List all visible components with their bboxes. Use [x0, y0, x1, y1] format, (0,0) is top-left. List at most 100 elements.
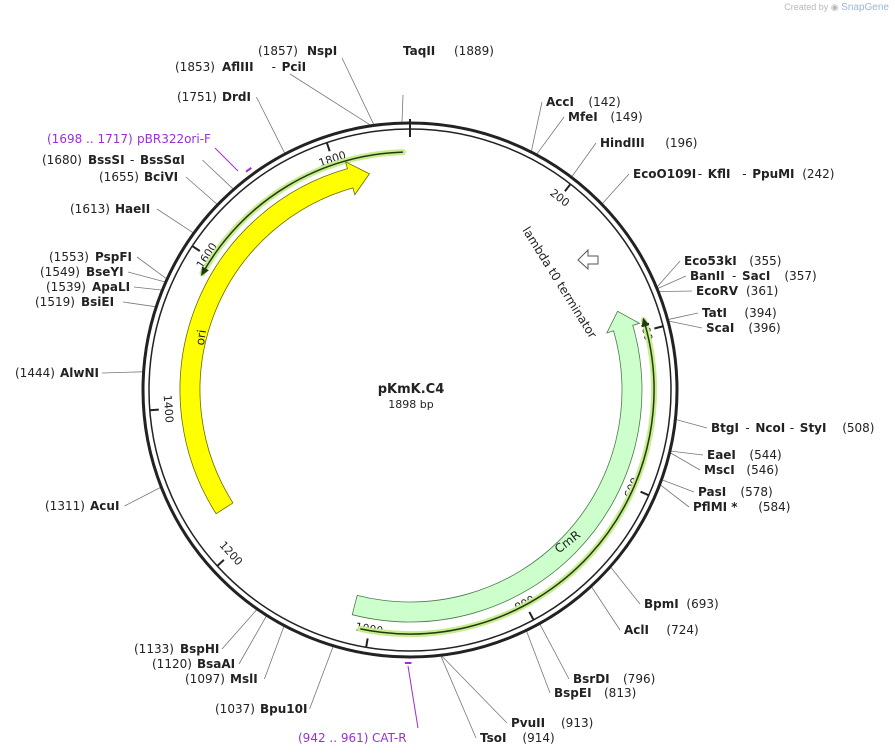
site-bsiei[interactable]: BsiEI — [81, 295, 114, 309]
pbr322ori-f-label[interactable]: pBR322ori-F — [137, 132, 211, 146]
site-pvuii-pos: (913) — [561, 716, 593, 730]
site-acci[interactable]: AccI — [546, 95, 574, 109]
site-mfei[interactable]: MfeI — [568, 110, 598, 124]
ori-feature[interactable] — [179, 161, 371, 515]
cat-r-range: (942 .. 961) — [298, 731, 368, 745]
tick-label: 1400 — [161, 394, 176, 423]
site-btgi-pos: (508) — [842, 421, 874, 435]
site-msli-pos: (1097) — [185, 672, 225, 686]
site-ecoo109i[interactable]: EcoO109I — [633, 167, 696, 181]
site-msci-pos: (546) — [746, 463, 778, 477]
leader-tsoi — [440, 656, 477, 739]
site-pasi-pos: (578) — [740, 485, 772, 499]
site-drdi[interactable]: DrdI — [222, 90, 251, 104]
site-tsoi-pos: (914) — [522, 731, 554, 745]
site-bsphi[interactable]: BspHI — [180, 642, 219, 656]
site-bpmi-pos: (693) — [686, 597, 718, 611]
site-ecorv[interactable]: EcoRV — [696, 284, 739, 298]
leader-acli — [591, 586, 621, 631]
site-haeii-pos: (1613) — [70, 202, 110, 216]
site-msli[interactable]: MslI — [230, 672, 258, 686]
site-ppumi[interactable]: PpuMI — [752, 167, 794, 181]
terminator-label: lambda t0 terminator — [519, 224, 599, 341]
site-bsaai-pos: (1120) — [152, 657, 192, 671]
site-btgi[interactable]: BtgI — [711, 421, 739, 435]
site-ncoi[interactable]: NcoI — [755, 421, 785, 435]
site-styi[interactable]: StyI — [800, 421, 827, 435]
leader-haeii — [156, 208, 194, 234]
site-alwni[interactable]: AlwNI — [60, 366, 99, 380]
site-bpu10i-pos: (1037) — [215, 702, 255, 716]
pbr322ori-f-primer-mark — [245, 167, 252, 173]
leader-bspei — [526, 631, 551, 694]
site-saci[interactable]: SacI — [742, 269, 770, 283]
site-tati[interactable]: TatI — [702, 306, 727, 320]
site-ecoo109i-pos: (242) — [802, 167, 834, 181]
pbr322ori-f-leader — [214, 147, 239, 172]
tick-mark — [149, 408, 159, 412]
site-afliii[interactable]: AflIII — [222, 60, 254, 74]
site-scai[interactable]: ScaI — [706, 321, 734, 335]
site-eaei[interactable]: EaeI — [707, 448, 736, 462]
site-eco53ki[interactable]: Eco53kI — [684, 254, 737, 268]
watermark-brand: SnapGene — [841, 2, 889, 13]
leader-bpu10i — [309, 646, 334, 710]
leader-bsiei — [122, 301, 156, 308]
site-pcii[interactable]: PciI — [282, 60, 307, 74]
terminator-arrow-icon[interactable] — [577, 248, 599, 271]
site-acui[interactable]: AcuI — [90, 499, 119, 513]
site-bcivi[interactable]: BciVI — [144, 170, 178, 184]
site-bseyi[interactable]: BseYI — [86, 265, 124, 279]
leader-ecorv — [659, 290, 693, 293]
tick-mark — [191, 245, 201, 252]
leader-btgi — [676, 419, 708, 429]
site-separator: - — [790, 421, 794, 435]
site-bsphi-pos: (1133) — [134, 642, 174, 656]
tick-mark — [528, 611, 535, 621]
site-taqii[interactable]: TaqII — [403, 44, 435, 58]
site-banii[interactable]: BanII — [690, 269, 725, 283]
leader-mfei — [536, 116, 565, 155]
leader-pasi — [662, 479, 695, 493]
site-tsoi[interactable]: TsoI — [480, 731, 506, 745]
leader-eco53ki — [657, 260, 681, 287]
site-bsssi-pos: (1680) — [42, 153, 82, 167]
site-bpmi[interactable]: BpmI — [644, 597, 679, 611]
plasmid-length: 1898 bp — [388, 398, 433, 411]
site-hindiii[interactable]: HindIII — [600, 136, 645, 150]
site-pvuii[interactable]: PvuII — [511, 716, 545, 730]
site-separator: - — [742, 167, 746, 181]
site-pflmi[interactable]: PflMI * — [693, 500, 738, 514]
site-bsss-i[interactable]: BssSαI — [140, 153, 185, 167]
leader-bseyi — [127, 271, 165, 283]
leader-tati — [668, 312, 699, 320]
site-pasi[interactable]: PasI — [698, 485, 726, 499]
site-scai-pos: (396) — [748, 321, 780, 335]
site-nspi[interactable]: NspI — [307, 44, 337, 58]
leader-pvuii — [441, 655, 508, 724]
orf-1-arrowhead — [201, 266, 209, 277]
site-banii-pos: (357) — [784, 269, 816, 283]
cat-r-label[interactable]: CAT-R — [372, 731, 407, 745]
site-labels[interactable]: (1698 .. 1717)pBR322ori-F(942 .. 961)CAT… — [15, 44, 874, 745]
site-bpu10i[interactable]: Bpu10I — [260, 702, 307, 716]
site-separator: - — [272, 60, 276, 74]
site-haeii[interactable]: HaeII — [115, 202, 150, 216]
cmr-feature[interactable] — [351, 310, 643, 623]
site-leader-lines — [101, 57, 708, 739]
leader-nspi — [341, 57, 375, 125]
site-bspei[interactable]: BspEI — [554, 686, 592, 700]
site-bsaai[interactable]: BsaAI — [197, 657, 235, 671]
site-acui-pos: (1311) — [45, 499, 85, 513]
site-msci[interactable]: MscI — [704, 463, 735, 477]
site-bsrdi[interactable]: BsrDI — [573, 672, 610, 686]
site-pspfi[interactable]: PspFI — [95, 250, 132, 264]
leader-drdi — [256, 96, 286, 154]
site-bsssi[interactable]: BssSI — [88, 153, 125, 167]
site-acci-pos: (142) — [588, 95, 620, 109]
site-acli[interactable]: AclI — [624, 623, 649, 637]
site-apali[interactable]: ApaLI — [92, 280, 130, 294]
site-kfli[interactable]: KflI — [708, 167, 731, 181]
plasmid-name: pKmK.C4 — [378, 382, 445, 397]
